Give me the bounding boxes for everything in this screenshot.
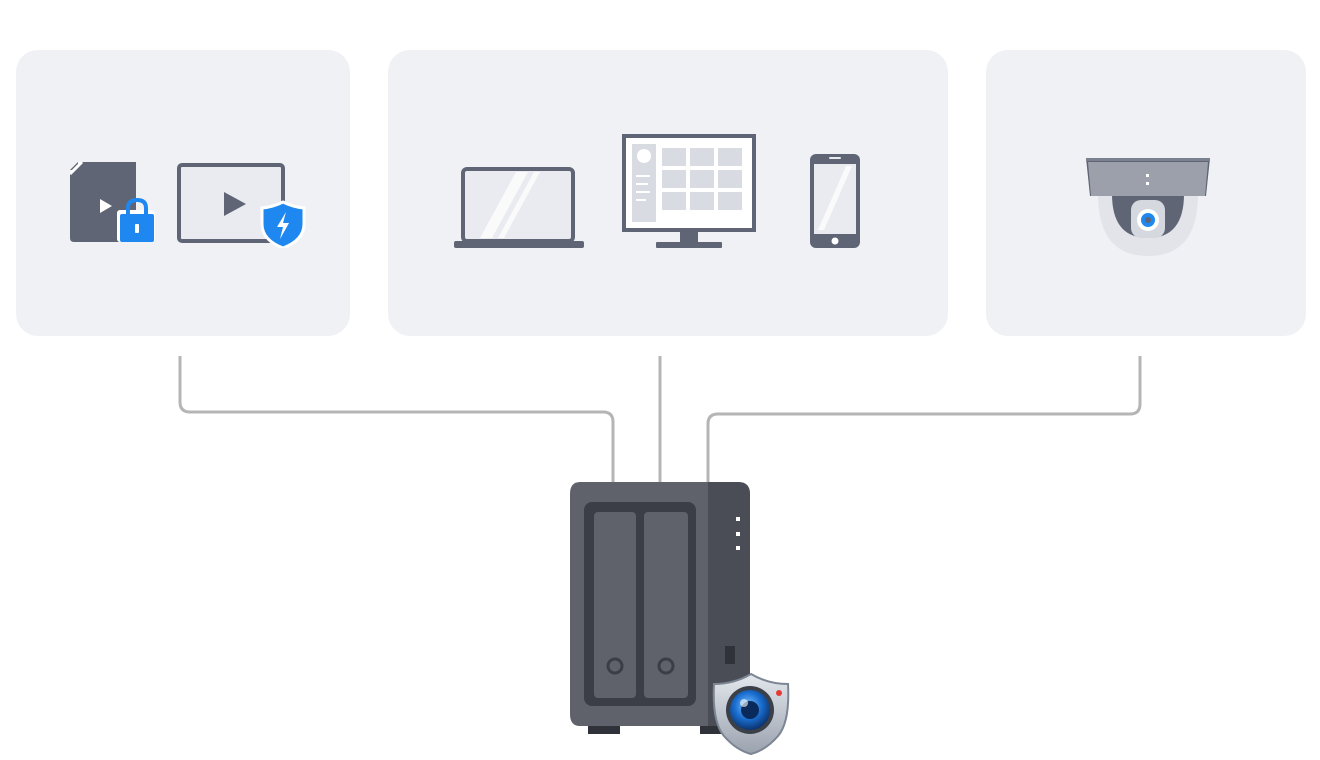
laptop-icon <box>454 167 584 248</box>
protected-video-icon <box>177 163 306 248</box>
panel-client-devices <box>388 50 948 336</box>
connector-left <box>178 356 615 484</box>
surveillance-badge-icon <box>712 672 790 756</box>
desktop-monitor-icon <box>622 134 756 248</box>
smartphone-icon <box>810 154 860 248</box>
dome-camera-icon <box>1086 158 1210 256</box>
nas-device-icon <box>570 482 750 734</box>
panel-ip-camera <box>986 50 1306 336</box>
protected-file-icon <box>70 162 155 242</box>
panel-media-security <box>16 50 350 336</box>
connector-right <box>706 356 1142 484</box>
